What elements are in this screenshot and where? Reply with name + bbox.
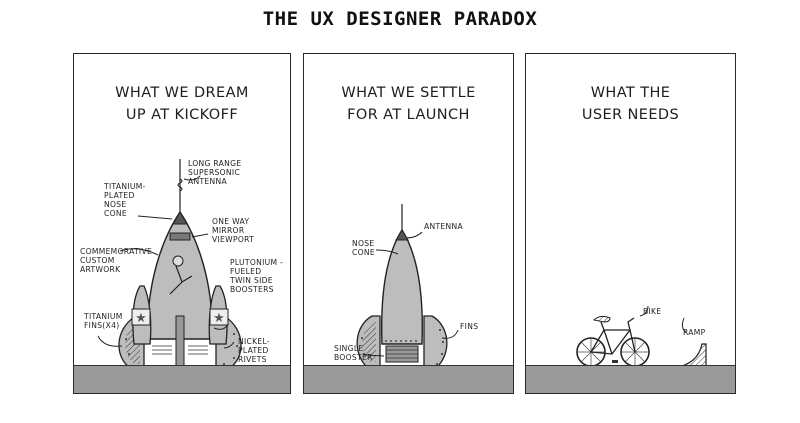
label-antenna: ANTENNA bbox=[424, 222, 463, 231]
label-fins: TITANIUM FINS(x4) bbox=[84, 312, 123, 330]
panel-launch: WHAT WE SETTLE FOR AT LAUNCH bbox=[303, 53, 514, 394]
bike-and-ramp-illustration bbox=[576, 305, 707, 369]
label-antenna: LONG RANGE SUPERSONIC ANTENNA bbox=[188, 159, 242, 186]
label-nose-cone: TITANIUM- PLATED NOSE CONE bbox=[104, 182, 146, 218]
label-bike: BIKE bbox=[643, 307, 662, 316]
label-artwork: COMMEMORATIVE CUSTOM ARTWORK bbox=[80, 247, 153, 274]
svg-text:★: ★ bbox=[135, 311, 147, 326]
label-fins: FINS bbox=[460, 322, 479, 331]
label-rivets: NICKEL- PLATED RIVETS bbox=[238, 337, 270, 364]
label-ramp: RAMP bbox=[683, 328, 706, 337]
panel-kickoff: WHAT WE DREAM UP AT KICKOFF ★ bbox=[73, 53, 291, 394]
panel-heading: WHAT WE SETTLE FOR AT LAUNCH bbox=[341, 85, 476, 123]
svg-text:★: ★ bbox=[213, 311, 225, 326]
panel-heading: WHAT WE DREAM UP AT KICKOFF bbox=[115, 85, 249, 123]
ground bbox=[74, 365, 290, 393]
panel-heading: WHAT THE USER NEEDS bbox=[581, 85, 680, 123]
panel-user-needs: WHAT THE USER NEEDS bbox=[525, 53, 736, 394]
label-viewport: ONE WAY MIRROR VIEWPORT bbox=[212, 217, 255, 244]
label-boosters: PLUTONIUM - FUELED TWIN SIDE BOOSTERS bbox=[230, 258, 284, 294]
label-nose-cone: NOSE CONE bbox=[352, 239, 375, 257]
ground bbox=[526, 365, 735, 393]
rocket-basic-illustration bbox=[356, 204, 459, 369]
comic-title: THE UX DESIGNER PARADOX bbox=[262, 8, 538, 30]
label-booster: SINGLE BOOSTER bbox=[334, 344, 373, 362]
ground bbox=[304, 365, 513, 393]
